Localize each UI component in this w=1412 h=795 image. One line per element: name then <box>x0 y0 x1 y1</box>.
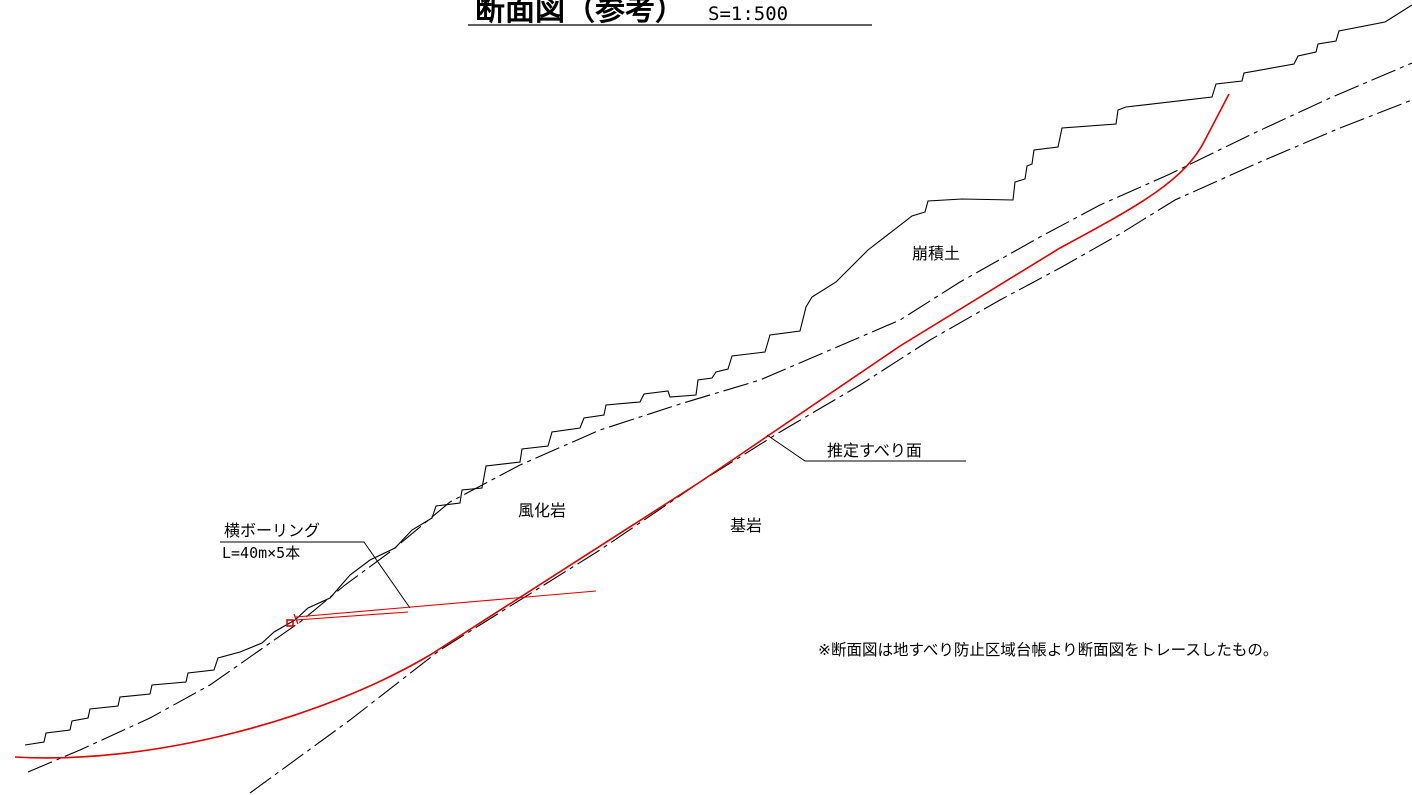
bedrock-boundary-line <box>249 99 1412 794</box>
horizontal-boring <box>286 590 597 627</box>
slip-surface-curve <box>14 93 1230 759</box>
boring-spec: L=40m×5本 <box>222 544 300 562</box>
slip-surface-callout: 推定すべり面 <box>766 434 966 462</box>
boring-head-tick <box>293 613 299 625</box>
boring-label: 横ボーリング <box>224 521 320 540</box>
title-scale: S=1:500 <box>708 3 788 25</box>
title-main: 断面図（参考） <box>475 0 685 28</box>
label-colluvium: 崩積土 <box>912 244 960 263</box>
colluvium-boundary-line <box>27 62 1412 773</box>
boring-line-lower <box>295 611 409 621</box>
title-block: 断面図（参考） S=1:500 <box>468 0 872 28</box>
ground-surface-line <box>24 4 1412 746</box>
boring-head-marker <box>286 619 294 627</box>
boring-line-upper <box>295 590 597 618</box>
boring-callout: 横ボーリング L=40m×5本 <box>220 521 411 609</box>
slip-surface-label: 推定すべり面 <box>827 441 922 460</box>
label-weathered-rock: 風化岩 <box>518 501 566 520</box>
boring-leader <box>220 541 411 609</box>
source-note: ※断面図は地すべり防止区域台帳より断面図をトレースしたもの。 <box>818 641 1278 659</box>
label-bedrock: 基岩 <box>730 516 762 535</box>
slip-surface-leader <box>766 434 966 462</box>
